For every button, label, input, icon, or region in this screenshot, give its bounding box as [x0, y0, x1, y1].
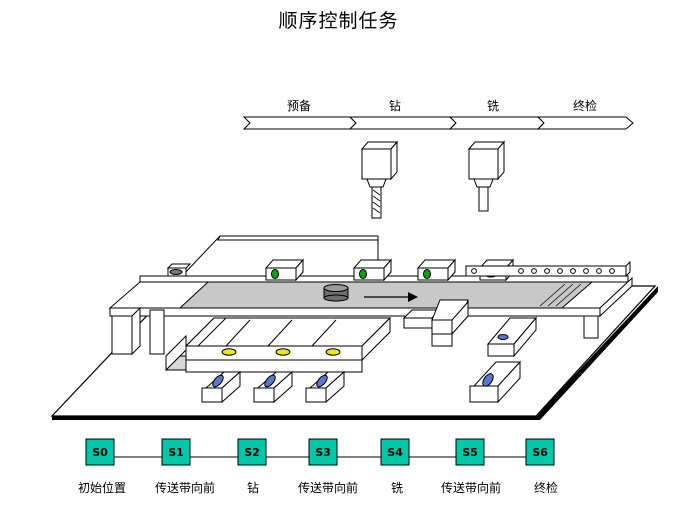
- workpiece: [323, 284, 349, 302]
- cylinder-foot-1: [201, 370, 242, 404]
- indicator-yellow-3: [325, 348, 341, 356]
- output-rail: [465, 260, 631, 278]
- sensor-blue-arm: [497, 334, 509, 340]
- step-s5-id: S5: [462, 446, 478, 459]
- mill-unit: [467, 140, 506, 212]
- step-s3: S3: [308, 438, 338, 466]
- process-flow: 预备 钻 铣 终检: [242, 98, 634, 130]
- step-s2-label: 钻: [246, 481, 260, 495]
- start-sensor: [166, 263, 192, 277]
- sensor-block-3: [416, 258, 457, 282]
- flow-arrow-4: [536, 116, 634, 130]
- cylinder-feet: [201, 370, 346, 404]
- flow-label-prep: 预备: [287, 99, 311, 113]
- step-s5-label: 传送带向前: [440, 481, 502, 495]
- step-s1: S1: [161, 438, 191, 466]
- slide-table: [165, 316, 392, 373]
- page-title: 顺序控制任务: [278, 10, 399, 32]
- sensor-block-1: [264, 258, 305, 282]
- step-s0: S0: [85, 438, 115, 466]
- step-s0-id: S0: [92, 446, 108, 459]
- flow-arrow-1: [242, 116, 357, 130]
- step-s6-id: S6: [532, 446, 548, 459]
- step-s4: S4: [380, 438, 410, 466]
- flow-arrow-3: [448, 116, 545, 130]
- flow-label-drill: 钻: [389, 98, 401, 113]
- step-s6-label: 终检: [533, 481, 559, 495]
- step-s4-id: S4: [387, 446, 403, 459]
- middle-blocks: [402, 299, 469, 347]
- indicator-yellow-2: [275, 348, 291, 356]
- sensor-block-2: [352, 258, 393, 282]
- step-s3-label: 传送带向前: [297, 481, 359, 495]
- step-s4-label: 铣: [390, 481, 404, 495]
- step-s2-id: S2: [244, 446, 260, 459]
- step-s0-label: 初始位置: [77, 481, 127, 495]
- indicator-yellow-1: [221, 348, 237, 356]
- cylinder-foot-3: [305, 370, 346, 404]
- cylinder-foot-2: [253, 370, 294, 404]
- drill-unit: [360, 140, 399, 219]
- step-s1-id: S1: [168, 446, 184, 459]
- ejector-arm: [469, 316, 538, 404]
- step-s6: S6: [525, 438, 555, 466]
- flow-arrow-2: [348, 116, 457, 130]
- step-s1-label: 传送带向前: [154, 481, 216, 495]
- step-s2: S2: [237, 438, 267, 466]
- step-s3-id: S3: [315, 446, 331, 459]
- flow-label-inspect: 终检: [573, 98, 597, 113]
- step-s5: S5: [455, 438, 485, 466]
- sensor-blue-base: [482, 373, 494, 387]
- flow-label-mill: 铣: [487, 99, 499, 113]
- conveyor-belt: [178, 281, 594, 309]
- step-sequence: S0 S1 S2 S3 S4 S5 S6: [85, 438, 555, 466]
